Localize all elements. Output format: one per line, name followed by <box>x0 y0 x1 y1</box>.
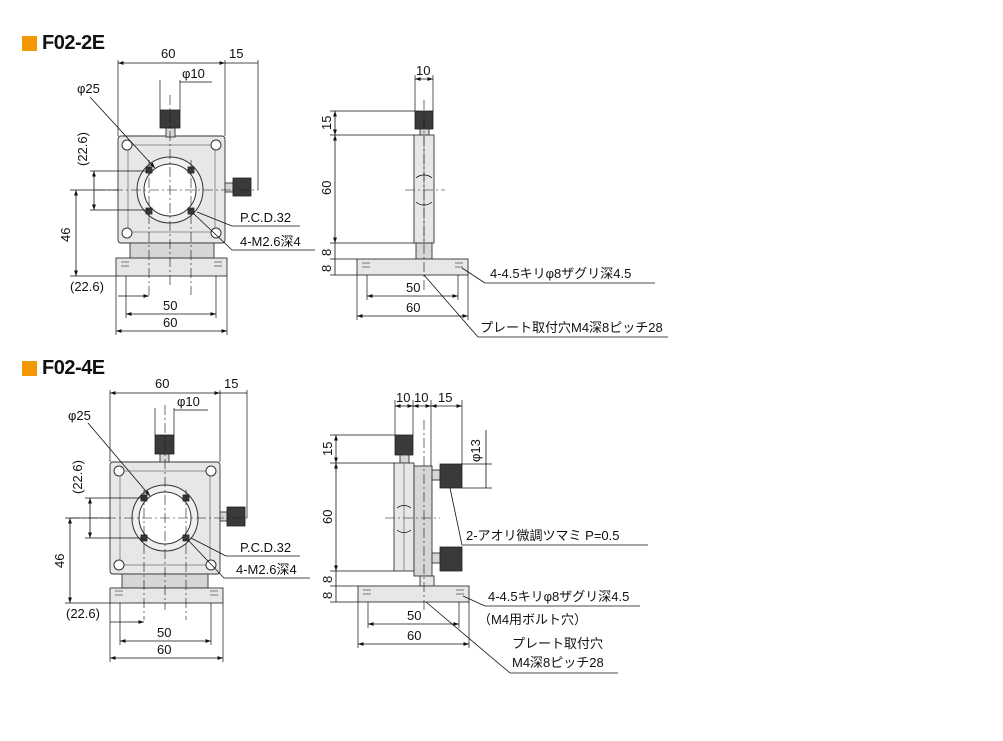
bracket <box>419 575 435 587</box>
knob-right <box>226 506 246 527</box>
knob-shaft <box>399 454 410 464</box>
dim-base-width: 60 <box>163 315 177 330</box>
knob-top <box>154 434 175 455</box>
title-f02-2e: F02-2E <box>22 32 105 55</box>
dim-knob-dia: φ10 <box>177 394 200 409</box>
orange-square-icon <box>22 36 37 51</box>
f02-2e-side-view: 10 15 60 8 8 50 60 4-4.5キリφ8ザグリ深4.5 プレート… <box>319 63 668 338</box>
dim-knob-dia: φ10 <box>182 66 205 81</box>
dim-base-pitch: 50 <box>163 298 177 313</box>
note-fine-adjust: 2-アオリ微調ツマミ P=0.5 <box>466 528 620 543</box>
corner-hole <box>205 559 217 571</box>
tilt-plate <box>413 465 433 577</box>
dim-width-top: 60 <box>155 376 169 391</box>
note-holes: 4-4.5キリφ8ザグリ深4.5 <box>488 589 629 604</box>
dim-gap-8: 8 <box>319 249 334 256</box>
note-plate-line2: M4深8ピッチ28 <box>512 655 604 670</box>
dim-base-width: 60 <box>157 642 171 657</box>
dim-aperture-dia: φ25 <box>68 408 91 423</box>
section-title: F02-2E <box>42 32 105 54</box>
base-plate <box>109 587 224 604</box>
dim-height-60: 60 <box>319 181 334 195</box>
dim-base-pitch: 50 <box>406 280 420 295</box>
dim-base-pitch: 50 <box>157 625 171 640</box>
dim-center-offset-v: (22.6) <box>75 132 90 166</box>
knob-shaft <box>419 128 430 136</box>
note-bolt: （M4用ボルト穴） <box>478 612 587 627</box>
section-title: F02-4E <box>42 357 105 379</box>
note-plate-line1: プレート取付穴 <box>512 636 603 651</box>
base-plate <box>357 585 470 603</box>
note-taps: 4-M2.6深4 <box>236 562 297 577</box>
dim-w1: 10 <box>396 390 410 405</box>
dim-base-width: 60 <box>406 300 420 315</box>
note-pcd: P.C.D.32 <box>240 540 291 555</box>
dim-base-width: 60 <box>407 628 421 643</box>
orange-square-icon <box>22 361 37 376</box>
dim-knob-height: 15 <box>320 442 335 456</box>
base-plate <box>356 258 469 276</box>
note-pcd: P.C.D.32 <box>240 210 291 225</box>
fine-knob-shaft <box>431 469 441 481</box>
dim-center-offset-v: (22.6) <box>70 460 85 494</box>
dim-height-46: 46 <box>52 554 67 568</box>
dim-base-pitch: 50 <box>407 608 421 623</box>
dim-knob-height: 15 <box>319 116 334 130</box>
knob-top <box>394 434 414 456</box>
dim-knob-offset: 15 <box>229 46 243 61</box>
dim-gap-8: 8 <box>320 576 335 583</box>
knob-shaft <box>165 127 176 138</box>
dim-height-46: 46 <box>58 228 73 242</box>
dim-base-8: 8 <box>320 592 335 599</box>
corner-hole <box>210 139 222 151</box>
base-plate <box>115 257 228 277</box>
dim-fine-dia: φ13 <box>468 439 483 462</box>
knob-shaft <box>219 511 228 522</box>
fine-knob-shaft <box>431 552 441 564</box>
f02-4e-front-view: 60 15 φ10 φ25 (22.6) 46 (22.6) 50 60 P.C… <box>52 376 310 662</box>
note-plate: プレート取付穴M4深8ピッチ28 <box>480 320 663 335</box>
dim-w3: 15 <box>438 390 452 405</box>
knob-shaft <box>224 182 234 193</box>
dim-knob-offset: 15 <box>224 376 238 391</box>
dim-height-60: 60 <box>320 510 335 524</box>
corner-hole <box>210 227 222 239</box>
dim-center-offset-h: (22.6) <box>70 279 104 294</box>
dim-knob-len: 10 <box>416 63 430 78</box>
corner-hole <box>205 465 217 477</box>
dim-aperture-dia: φ25 <box>77 81 100 96</box>
knob-shaft <box>159 453 170 463</box>
fine-knob-icon <box>439 463 463 489</box>
corner-hole <box>121 227 133 239</box>
dim-base-8: 8 <box>319 265 334 272</box>
note-holes: 4-4.5キリφ8ザグリ深4.5 <box>490 266 631 281</box>
base-neck <box>129 242 215 259</box>
dim-width-top: 60 <box>161 46 175 61</box>
corner-hole <box>121 139 133 151</box>
note-taps: 4-M2.6深4 <box>240 234 301 249</box>
f02-2e-front-view: 60 15 φ10 φ25 (22.6) 46 (22.6) 50 60 P.C… <box>58 46 315 335</box>
f02-4e-side-view: 10 10 15 φ13 15 60 8 8 50 60 2-アオリ微調ツマミ … <box>320 390 648 674</box>
title-f02-4e: F02-4E <box>22 357 105 380</box>
fine-knob-icon <box>439 546 463 572</box>
dim-w2: 10 <box>414 390 428 405</box>
corner-hole <box>113 559 125 571</box>
corner-hole <box>113 465 125 477</box>
knob-right <box>232 177 252 197</box>
dim-center-offset-h: (22.6) <box>66 606 100 621</box>
